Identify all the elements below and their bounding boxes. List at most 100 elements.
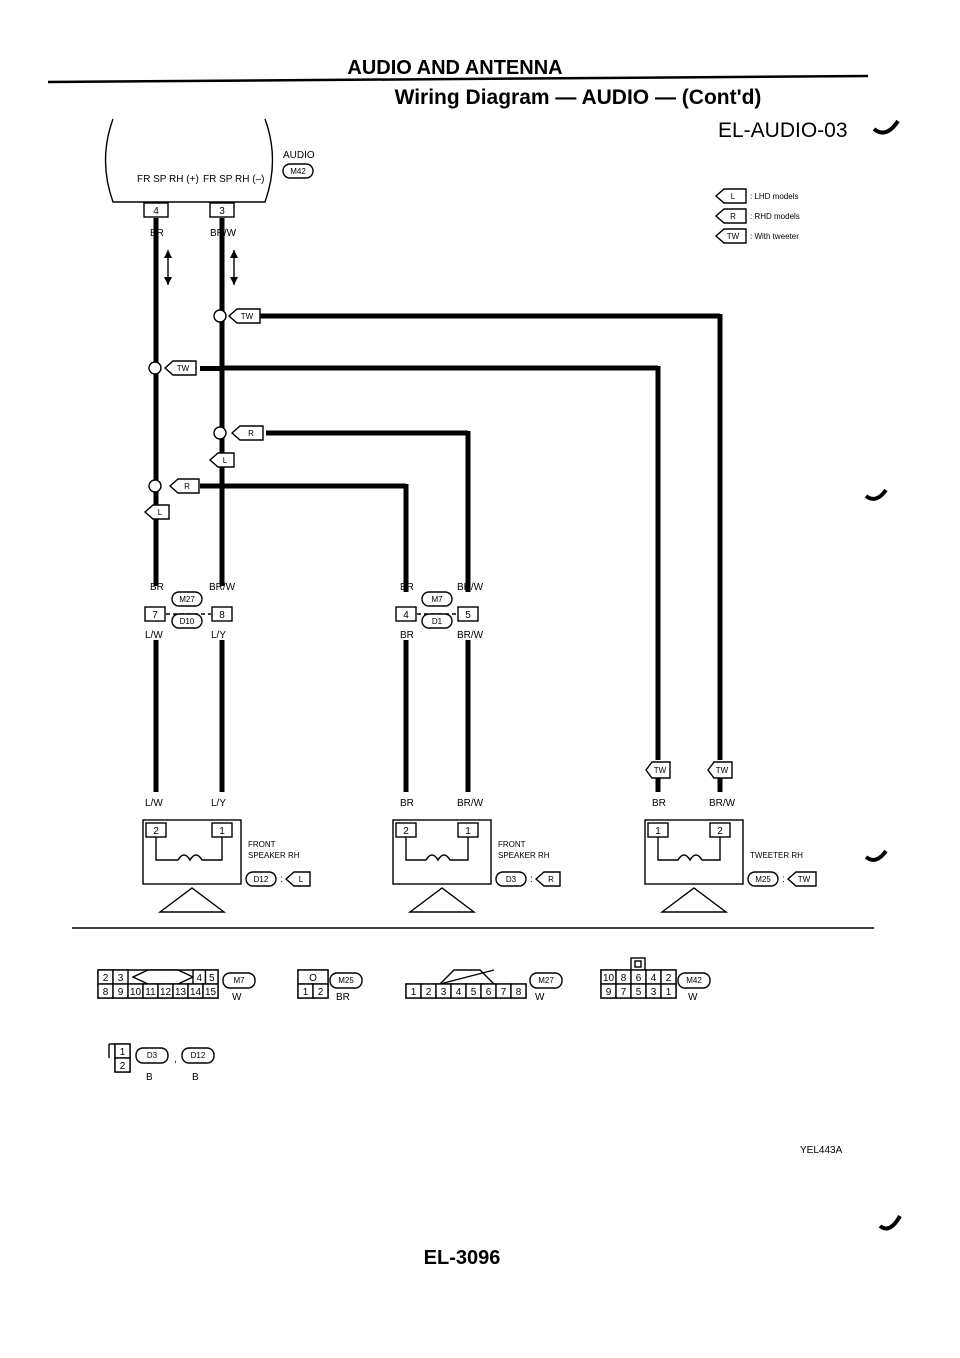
svg-text:BR: BR (150, 582, 164, 593)
connector-pin-number: 7 (501, 987, 507, 998)
joint-connector-m27-d10: BR BR/W M27 7 8 D10 L/W L/Y (144, 582, 236, 641)
svg-text:R: R (730, 212, 736, 221)
svg-text:BR: BR (336, 992, 350, 1003)
connector-pin-number: 13 (175, 987, 187, 998)
diagram-code: EL-AUDIO-03 (718, 119, 848, 142)
connector-pin-cell (202, 983, 219, 999)
svg-text:M27: M27 (538, 976, 554, 985)
connector-pin-number: 6 (636, 973, 642, 984)
svg-text:D3: D3 (147, 1051, 158, 1060)
connector-pin-cell (660, 983, 677, 999)
page-number: EL-3096 (424, 1247, 501, 1269)
branch-tag-l-plus: L (143, 504, 170, 520)
svg-text:R: R (184, 482, 190, 491)
branch-tag-tw-plus: TW (148, 360, 222, 376)
svg-text:FRONT: FRONT (498, 840, 526, 849)
legend-item-rhd: R : RHD models (714, 208, 800, 224)
svg-text:5: 5 (465, 610, 471, 621)
svg-text:,: , (174, 1054, 177, 1065)
svg-text:M25: M25 (338, 976, 354, 985)
audio-pin-minus: 3 (209, 202, 235, 218)
connector-pin-number: 7 (621, 987, 627, 998)
svg-text:TW: TW (727, 232, 740, 241)
svg-text::: : (530, 874, 533, 885)
svg-text:L/Y: L/Y (211, 798, 226, 809)
svg-text:7: 7 (152, 610, 158, 621)
svg-text:4: 4 (153, 206, 159, 217)
tweeter-tag-left: TW (645, 761, 671, 792)
connector-pin-number: 4 (651, 973, 657, 984)
svg-text:1: 1 (655, 826, 661, 837)
svg-text:BR: BR (400, 798, 414, 809)
svg-text:L/W: L/W (145, 798, 163, 809)
shield-arrows (164, 250, 238, 285)
audio-connector-badge: M42 (282, 163, 314, 179)
tweeter-tag-right: TW (707, 761, 733, 792)
svg-text:TW: TW (654, 766, 667, 775)
svg-text:SPEAKER RH: SPEAKER RH (498, 851, 550, 860)
connector-pin-number: 6 (486, 987, 492, 998)
checkmark-icon (864, 849, 888, 862)
svg-text:B: B (146, 1072, 153, 1083)
connector-pin-cell (510, 983, 527, 999)
connector-pin-number: 5 (471, 987, 477, 998)
connector-pin-number: 8 (103, 987, 109, 998)
connector-pin-number: 1 (120, 1047, 126, 1058)
connector-pin-number: 3 (118, 973, 124, 984)
front-speaker-rh-rhd: BR BR/W 2 1 FRONT SPEAKER RH D3 : R (392, 798, 561, 913)
svg-text:D12: D12 (254, 875, 269, 884)
connector-pin-number: 2 (318, 987, 324, 998)
svg-text:TW: TW (716, 766, 729, 775)
svg-text:M25: M25 (755, 875, 771, 884)
connector-pin-number: 4 (196, 973, 202, 984)
connector-pin-number: 15 (205, 987, 217, 998)
branch-tag-tw-minus: TW (213, 308, 261, 324)
svg-text::: : (782, 874, 785, 885)
svg-text:BR/W: BR/W (709, 798, 736, 809)
title-rule (47, 74, 869, 84)
connector-view-d3-d12-label: D3 , D12 B B (135, 1047, 215, 1083)
audio-unit-outline (104, 118, 274, 203)
page-subtitle: Wiring Diagram — AUDIO — (Cont'd) (395, 86, 762, 109)
wire-harness (153, 218, 723, 792)
connector-view-m42-label: M42 W (677, 972, 711, 1003)
svg-text:SPEAKER RH: SPEAKER RH (248, 851, 300, 860)
svg-text:M42: M42 (290, 167, 306, 176)
branch-tag-r-plus: R (148, 478, 200, 494)
svg-text:FRONT: FRONT (248, 840, 276, 849)
connector-pin-number: 2 (103, 973, 109, 984)
audio-unit-label: AUDIO (283, 150, 315, 161)
legend-item-tweeter: : With tweeter TW : With tweeter (714, 228, 799, 244)
connector-pin-number: 14 (190, 987, 202, 998)
connector-pin-number: 1 (666, 987, 672, 998)
connector-pin-number: 9 (606, 987, 612, 998)
svg-text:W: W (535, 992, 545, 1003)
svg-text:D10: D10 (180, 617, 195, 626)
connector-pin-number: 12 (160, 987, 172, 998)
svg-text:2: 2 (717, 826, 723, 837)
connector-pin-number: 3 (651, 987, 657, 998)
svg-text:BR/W: BR/W (457, 582, 484, 593)
connector-pin-number: 5 (636, 987, 642, 998)
svg-text:2: 2 (153, 826, 159, 837)
svg-text:4: 4 (403, 610, 409, 621)
svg-text:TW: TW (177, 364, 190, 373)
svg-text:M7: M7 (233, 976, 245, 985)
checkmark-icon (878, 1214, 902, 1231)
svg-text:BR/W: BR/W (457, 630, 484, 641)
checkmark-icon (872, 119, 900, 135)
branch-tag-l-minus: L (208, 452, 235, 468)
svg-text:L/Y: L/Y (211, 630, 226, 641)
svg-text:L: L (223, 456, 228, 465)
connector-pin-number: 8 (516, 987, 522, 998)
connector-pin-number: 3 (441, 987, 447, 998)
svg-text:L: L (299, 875, 304, 884)
svg-text:2: 2 (403, 826, 409, 837)
connector-pin-cell (114, 1057, 131, 1073)
svg-text:L: L (158, 508, 163, 517)
svg-text:L/W: L/W (145, 630, 163, 641)
svg-text:BR: BR (652, 798, 666, 809)
